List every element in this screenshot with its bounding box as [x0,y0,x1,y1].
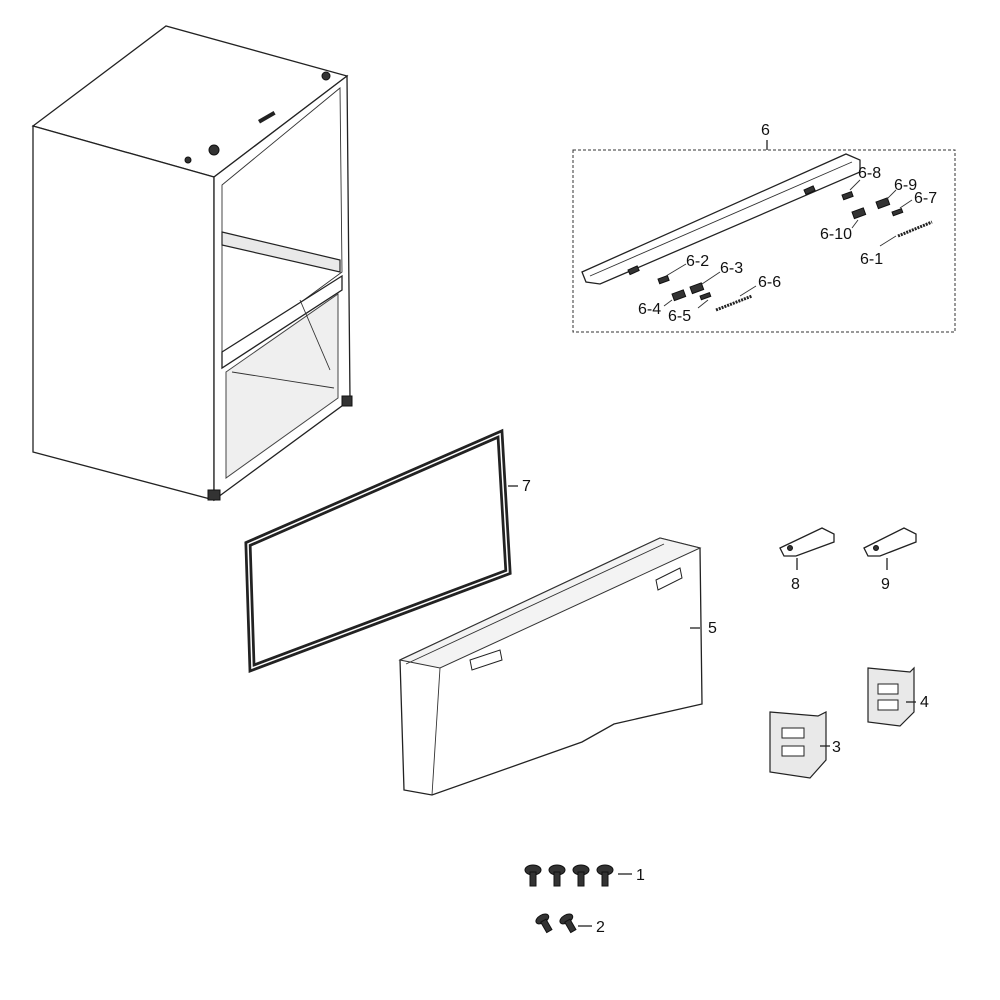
refrigerator-cabinet [31,25,353,502]
part-6-7-shape [891,207,904,217]
part-6-10-shape [851,207,867,220]
callout-6-10: 6-10 [820,226,852,243]
bracket-part-4 [867,666,916,727]
callout-4: 4 [920,694,929,711]
callout-3: 3 [832,739,841,756]
callout-6-2: 6-2 [686,253,709,270]
callout-7: 7 [522,478,531,495]
callout-6-9: 6-9 [894,177,917,194]
screws-part-2 [535,913,592,934]
freezer-door [398,537,703,796]
callout-6-3: 6-3 [720,260,743,277]
leader-lines [663,179,913,309]
hinge-part-8 [779,527,835,570]
callout-1: 1 [636,867,645,884]
callout-9: 9 [881,576,890,593]
handle-assembly-box [572,140,956,333]
screws-part-1 [524,864,632,887]
part-6-4-shape [671,289,687,302]
callout-6-5: 6-5 [668,308,691,325]
callout-6: 6 [761,122,770,139]
callout-8: 8 [791,576,800,593]
part-6-8-shape [841,190,854,201]
part-6-6-shape [715,294,753,312]
callout-5: 5 [708,620,717,637]
part-6-1-shape [897,220,933,238]
callout-6-7: 6-7 [914,190,937,207]
callout-6-6: 6-6 [758,274,781,291]
callout-6-4: 6-4 [638,301,661,318]
part-6-5-shape [699,291,712,301]
hinge-part-9 [863,527,917,570]
part-6-3-shape [689,282,705,295]
bracket-part-3 [769,711,830,779]
callout-6-8: 6-8 [858,165,881,182]
callout-2: 2 [596,919,605,936]
door-gasket [244,428,518,673]
part-6-2-shape [657,274,670,285]
callout-6-1: 6-1 [860,251,883,268]
part-6-9-shape [875,197,891,210]
